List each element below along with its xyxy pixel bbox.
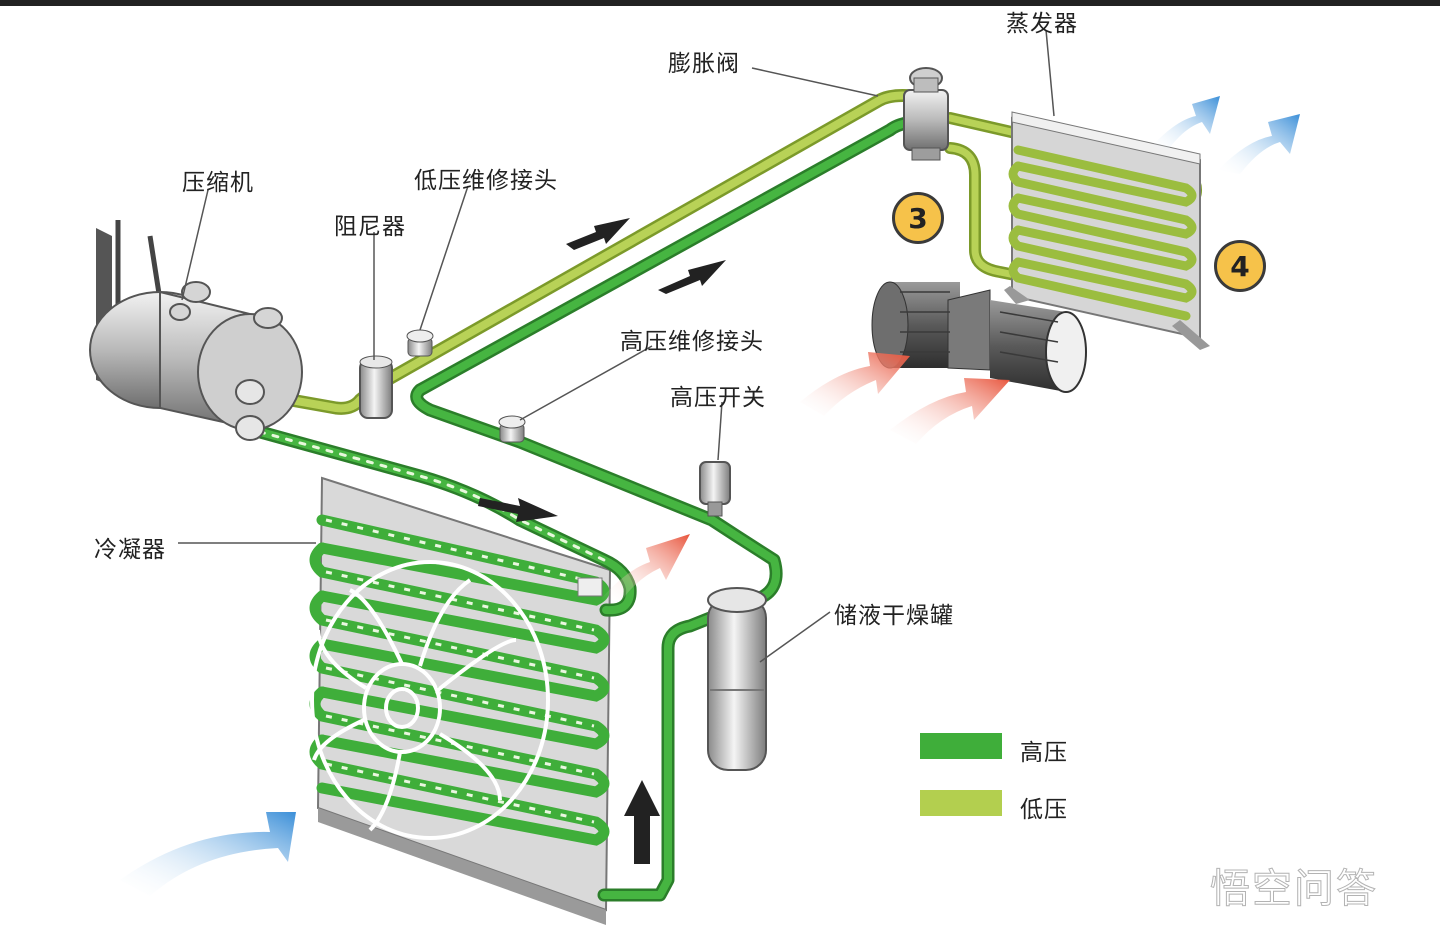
legend-low-label: 低压 xyxy=(1020,797,1068,823)
label-condenser: 冷凝器 xyxy=(94,537,166,563)
blower xyxy=(871,281,1087,393)
receiver-drier xyxy=(707,587,767,771)
hot-air-arrows xyxy=(600,352,1010,600)
watermark: 悟空问答 xyxy=(1210,866,1378,913)
top-bar xyxy=(0,0,1440,6)
legend-high-label: 高压 xyxy=(1020,740,1068,766)
label-compressor: 压缩机 xyxy=(182,170,254,196)
label-expansion-valve: 膨胀阀 xyxy=(668,51,740,77)
low-pressure-port xyxy=(406,329,434,357)
expansion-valve xyxy=(903,67,949,161)
label-damper: 阻尼器 xyxy=(334,214,406,240)
legend-high-swatch xyxy=(920,733,1002,759)
label-high-pressure-port: 高压维修接头 xyxy=(620,329,764,355)
high-pressure-port xyxy=(498,415,526,443)
high-pressure-line xyxy=(239,115,927,902)
label-evaporator: 蒸发器 xyxy=(1006,11,1078,37)
legend-low-swatch xyxy=(920,790,1002,816)
condenser-fan xyxy=(310,560,550,840)
label-high-pressure-switch: 高压开关 xyxy=(670,385,766,411)
high-pressure-switch xyxy=(699,461,731,517)
label-low-pressure-port: 低压维修接头 xyxy=(414,168,558,194)
label-receiver-drier: 储液干燥罐 xyxy=(834,603,954,629)
evaporator xyxy=(1004,111,1210,350)
compressor xyxy=(89,220,303,441)
badge-3: 3 xyxy=(892,192,944,244)
leader-lines xyxy=(178,29,1055,663)
badge-4: 4 xyxy=(1214,240,1266,292)
condenser xyxy=(309,476,612,925)
damper xyxy=(359,355,393,419)
cold-air-arrows xyxy=(120,96,1300,896)
flow-arrows xyxy=(478,218,726,864)
